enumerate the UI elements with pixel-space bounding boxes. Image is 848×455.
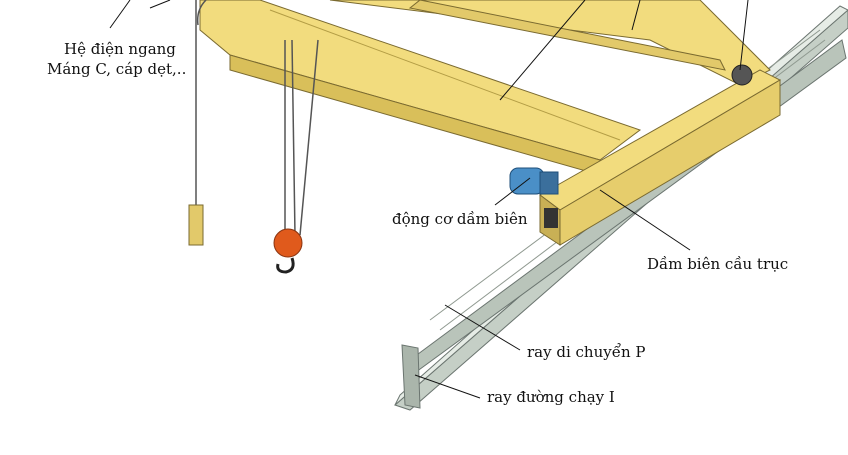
wheel-block bbox=[544, 208, 558, 228]
label-c-channel: Máng C, cáp dẹt,.. bbox=[47, 60, 187, 78]
label-end-beam: Dầm biên cầu trục bbox=[647, 255, 789, 273]
label-travel-rail: ray di chuyển P bbox=[527, 343, 646, 361]
hoist bbox=[273, 39, 319, 274]
label-horizontal-power: Hệ điện ngang bbox=[64, 40, 176, 58]
label-end-motor: động cơ dầm biên bbox=[392, 210, 528, 228]
pendant-control bbox=[188, 0, 207, 246]
wheel bbox=[731, 64, 753, 86]
end-motor-shape bbox=[509, 167, 559, 195]
leader-lines bbox=[109, 0, 749, 399]
label-runway-rail: ray đường chạy I bbox=[487, 388, 615, 406]
end-beam bbox=[539, 64, 782, 246]
